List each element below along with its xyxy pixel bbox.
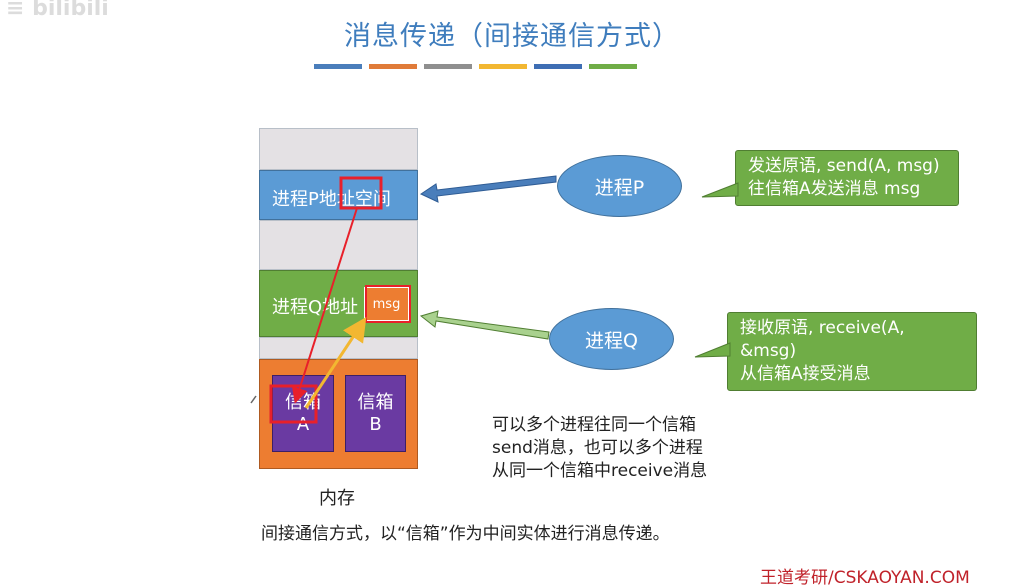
watermark-logo: ≡ bilibili — [6, 0, 109, 21]
title-bar-darkblue — [534, 64, 582, 69]
title-bar-green — [589, 64, 637, 69]
title-bar-blue — [314, 64, 362, 69]
memory-gray-band-low — [259, 337, 418, 359]
pen-cursor-icon — [250, 395, 257, 404]
title-bar-yellow — [479, 64, 527, 69]
arrow-process-q-to-memory — [419, 310, 550, 340]
note-line-1: 可以多个进程往同一个信箱 — [492, 415, 696, 435]
mailbox-b: 信箱 B — [345, 375, 406, 452]
process-p-callout-line2: 往信箱A发送消息 msg — [748, 179, 921, 199]
process-p-address-space: 进程P地址空间 — [259, 170, 418, 220]
slide-title: 消息传递（间接通信方式） — [344, 21, 680, 52]
msg-box: msg — [364, 287, 409, 321]
mailbox-a: 信箱 A — [272, 375, 334, 452]
process-q-address-label: 进程Q地址 — [272, 297, 359, 318]
process-p-callout-line1: 发送原语, send(A, msg) — [748, 156, 940, 176]
process-p-callout-tail — [701, 182, 739, 198]
memory-caption: 内存 — [319, 488, 355, 509]
memory-gray-band-mid — [259, 220, 418, 270]
process-q-callout: 接收原语, receive(A, &msg) 从信箱A接受消息 — [727, 312, 977, 391]
footer-brand: 王道考研/CSKAOYAN.COM — [760, 568, 970, 588]
process-p-address-label: 进程P地址空间 — [272, 189, 391, 210]
note-multi-process: 可以多个进程往同一个信箱 send消息，也可以多个进程 从同一个信箱中recei… — [492, 414, 707, 483]
process-q-callout-line2: 从信箱A接受消息 — [740, 364, 871, 384]
note-line-2: send消息，也可以多个进程 — [492, 438, 703, 458]
arrow-process-p-to-memory — [419, 175, 557, 203]
process-q-node: 进程Q — [549, 308, 674, 370]
memory-gray-band-top — [259, 128, 418, 170]
note-line-3: 从同一个信箱中receive消息 — [492, 461, 708, 481]
summary-text: 间接通信方式，以“信箱”作为中间实体进行消息传递。 — [261, 524, 670, 544]
process-p-callout: 发送原语, send(A, msg) 往信箱A发送消息 msg — [735, 150, 959, 206]
process-p-node: 进程P — [557, 155, 682, 217]
process-q-callout-tail — [694, 342, 731, 358]
title-bar-gray — [424, 64, 472, 69]
process-q-callout-line1: 接收原语, receive(A, &msg) — [740, 318, 905, 361]
title-bar-orange — [369, 64, 417, 69]
